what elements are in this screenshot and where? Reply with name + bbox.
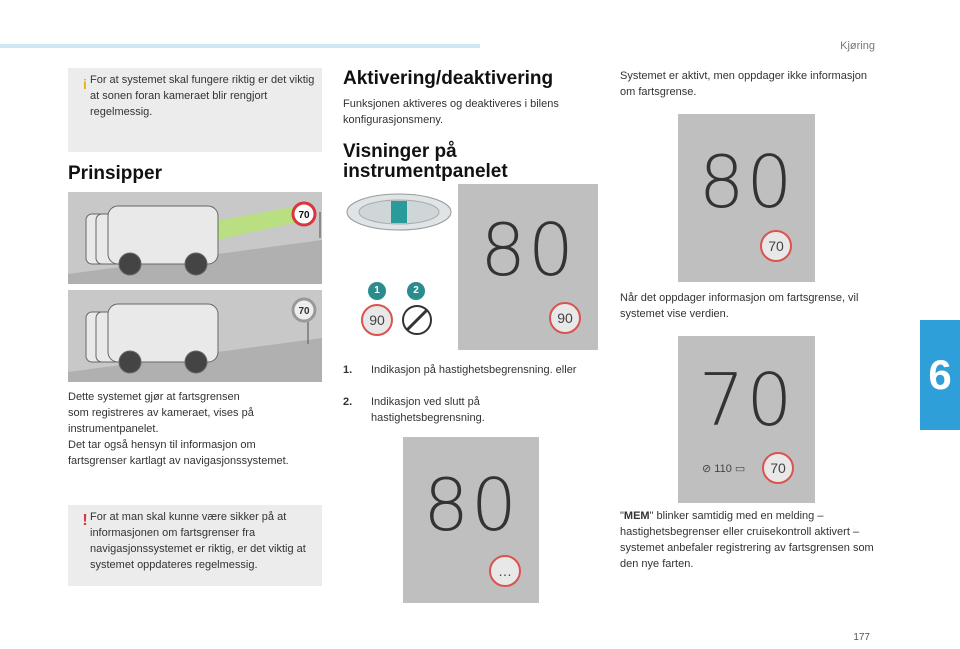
car-camera-illustration: 70 [68, 201, 322, 284]
camera-indicator-icon [346, 193, 452, 231]
list-text: Indikasjon på hastighetsbegrensning. ell… [371, 364, 577, 376]
end-of-limit-icon [401, 304, 433, 336]
heading-line: Visninger på [343, 141, 457, 162]
mem-description: blinker samtidig med en melding – hastig… [620, 510, 874, 570]
mem-label: MEM [623, 510, 650, 522]
speed-limit-sign: 70 [760, 230, 792, 262]
display-panel-limit: 80 90 [458, 184, 598, 350]
warning-note: ! For at man skal kunne være sikker på a… [68, 505, 322, 586]
principle-line: instrumentpanelet. [68, 423, 159, 435]
mem-text: "MEM" blinker samtidig med en melding – … [620, 510, 874, 570]
info-icon: i [83, 76, 87, 92]
principle-line: fartsgrenser kartlagt av navigasjonssyst… [68, 455, 289, 467]
limiter-indicator: ⊘ 110 ▭ [702, 462, 745, 475]
illustration-sign-memorized: 70 [68, 290, 322, 382]
illustration-sign-detected: 70 [68, 192, 322, 284]
speed-limit-sign: 90 [549, 302, 581, 334]
section-name: Kjøring [840, 40, 875, 52]
principle-line: som registreres av kameraet, vises på [68, 407, 254, 419]
activation-text: Funksjonen aktiveres og deaktiveres i bi… [343, 98, 559, 126]
sign-value: 70 [298, 306, 310, 317]
current-speed: 80 [423, 463, 519, 547]
warning-note-text: For at man skal kunne være sikker på at … [90, 511, 306, 571]
speed-sign-icon [291, 297, 317, 323]
heading-prinsipper: Prinsipper [68, 163, 162, 184]
limiter-speed: 110 [714, 463, 732, 475]
display-panel-mem: 70 ⊘ 110 ▭ 70 [678, 336, 815, 503]
indicator-icons: 1 2 90 [343, 184, 458, 349]
mem-icon: ▭ [734, 463, 746, 475]
info-note-text: For at systemet skal fungere riktig er d… [90, 74, 315, 118]
current-speed: 80 [698, 140, 795, 224]
page-number: 177 [853, 632, 870, 643]
current-speed: 70 [698, 358, 795, 442]
car-icon [85, 303, 219, 374]
list-item: 1. Indikasjon på hastighetsbegrensning. … [343, 362, 593, 394]
list-item: 2. Indikasjon ved slutt på hastighetsbeg… [343, 394, 593, 426]
display-panel-active: 80 70 [678, 114, 815, 282]
sign-value: 70 [298, 210, 310, 221]
info-note: i For at systemet skal fungere riktig er… [68, 68, 322, 152]
limit-detected-text: Når det oppdager informasjon om fartsgre… [620, 292, 859, 320]
speed-limit-sign: 70 [762, 452, 794, 484]
principle-line: Det tar også hensyn til informasjon om [68, 439, 256, 451]
heading-line: instrumentpanelet [343, 161, 508, 182]
warning-icon: ! [82, 512, 88, 529]
badge-1: 1 [368, 282, 386, 300]
speed-sign-icon [291, 201, 317, 227]
speed-limit-icon: 90 [361, 304, 393, 336]
limiter-icon: ⊘ [702, 463, 712, 475]
car-icon [85, 205, 219, 276]
active-no-limit-text: Systemet er aktivt, men oppdager ikke in… [620, 70, 868, 98]
principle-text: Dette systemet gjør at fartsgrensen som … [68, 389, 322, 469]
list-number: 1. [343, 364, 353, 376]
current-speed: 80 [480, 208, 576, 292]
badge-2: 2 [407, 282, 425, 300]
car-camera-illustration: 70 [68, 297, 322, 382]
list-text: Indikasjon ved slutt på hastighetsbegren… [371, 396, 485, 424]
heading-visninger: Visninger på instrumentpanelet [343, 142, 508, 182]
display-panel-unknown: 80 … [403, 437, 539, 603]
speed-limit-sign: … [489, 555, 521, 587]
heading-aktivering: Aktivering/deaktivering [343, 68, 554, 89]
list-number: 2. [343, 396, 353, 408]
principle-line: Dette systemet gjør at fartsgrensen [68, 391, 240, 403]
header-bar [0, 44, 480, 48]
chapter-tab: 6 [920, 320, 960, 430]
